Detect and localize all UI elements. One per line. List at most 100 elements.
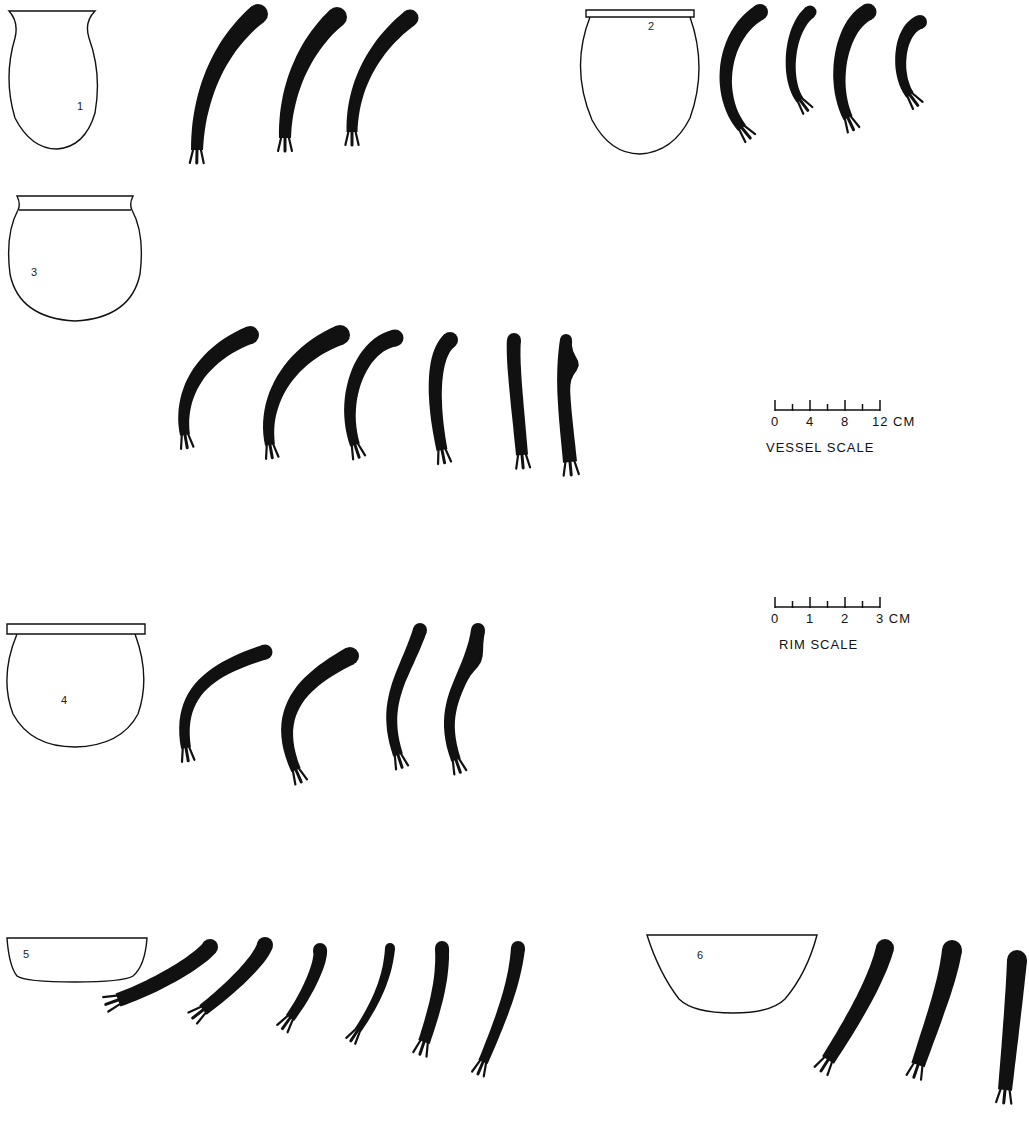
vessel-shape xyxy=(645,933,819,1015)
sherd-lip xyxy=(442,332,458,348)
vessel-outline: 1 xyxy=(5,8,99,152)
sherd-lip xyxy=(413,623,427,637)
sherd-lip xyxy=(241,326,259,344)
break-line xyxy=(564,462,566,475)
break-line xyxy=(190,150,193,163)
sherd-lip xyxy=(511,941,525,955)
break-line xyxy=(296,770,301,782)
break-line xyxy=(1010,1090,1012,1103)
break-line xyxy=(395,756,396,769)
break-line xyxy=(355,445,359,457)
sherd-lip xyxy=(471,623,485,637)
break-line xyxy=(827,1062,831,1075)
break-line xyxy=(907,1064,914,1075)
rim-sherd xyxy=(418,948,449,1044)
vessel-number: 6 xyxy=(697,949,703,961)
break-line xyxy=(265,446,268,459)
sherd-lip xyxy=(876,939,894,957)
rim-sherd xyxy=(786,7,815,102)
sherd-lip xyxy=(248,4,268,24)
vessel-outline: 6 xyxy=(645,933,819,1015)
scale-number: 3 CM xyxy=(876,612,911,626)
break-line xyxy=(921,1066,922,1079)
rim-sherd xyxy=(444,629,485,762)
sherd-lip xyxy=(804,6,817,19)
break-line xyxy=(356,132,359,145)
vessel-number: 4 xyxy=(61,694,67,706)
rim-sherd xyxy=(822,946,894,1064)
rim-sherd xyxy=(263,326,344,446)
break-line xyxy=(522,455,523,468)
sherd-lip xyxy=(402,10,419,27)
sherd-lip xyxy=(257,937,273,953)
break-line xyxy=(188,1007,200,1013)
break-line xyxy=(996,1090,1000,1103)
break-line xyxy=(446,449,451,461)
break-line xyxy=(106,1000,118,1004)
break-line xyxy=(420,1042,424,1054)
break-line xyxy=(293,771,295,784)
vessel-outline: 3 xyxy=(5,194,145,324)
scale-number: 8 xyxy=(841,415,849,429)
sherd-lip xyxy=(942,940,962,960)
vessel-shape xyxy=(5,194,145,324)
break-line xyxy=(189,747,194,759)
sherd-lip xyxy=(313,943,327,957)
rim-sherd xyxy=(199,942,272,1014)
break-line xyxy=(484,1063,486,1076)
break-line xyxy=(195,150,198,163)
break-line xyxy=(914,1065,918,1077)
vessel-outline: 2 xyxy=(578,8,702,158)
break-line xyxy=(437,451,440,464)
break-line xyxy=(908,97,913,109)
break-line xyxy=(201,150,204,163)
break-line xyxy=(442,450,445,463)
vessel-outline: 5 xyxy=(5,936,149,984)
scale-number: 0 xyxy=(771,415,779,429)
rim-sherd xyxy=(179,645,267,749)
break-line xyxy=(352,446,353,459)
rim-sherd xyxy=(720,5,765,131)
scale-title: VESSEL SCALE xyxy=(766,441,874,455)
sherd-lip xyxy=(387,330,404,347)
break-line xyxy=(351,132,354,145)
break-line xyxy=(185,435,187,448)
rim-sherd xyxy=(507,339,528,455)
rim-sherd xyxy=(557,339,579,463)
rim-sherd xyxy=(478,947,525,1064)
break-line xyxy=(103,996,116,998)
vessel-number: 3 xyxy=(31,266,37,278)
vessel-number: 1 xyxy=(77,100,83,112)
break-line xyxy=(472,1061,480,1072)
break-line xyxy=(1004,1090,1005,1103)
break-line xyxy=(848,118,854,130)
break-line xyxy=(845,119,848,132)
break-line xyxy=(273,444,278,456)
break-line xyxy=(346,1029,356,1038)
sherd-lip xyxy=(560,334,572,346)
break-line xyxy=(526,455,530,468)
sherd-lip xyxy=(327,7,347,27)
rim-sherd xyxy=(429,334,456,451)
rim-sherd xyxy=(347,11,416,132)
rim-sherd xyxy=(286,949,327,1021)
break-line xyxy=(180,436,183,449)
break-line xyxy=(426,1043,427,1056)
break-line xyxy=(181,749,184,762)
break-line xyxy=(413,1041,420,1052)
break-line xyxy=(345,132,348,145)
rim-sherd xyxy=(116,942,217,1007)
sherd-lip xyxy=(258,645,273,660)
break-line xyxy=(270,445,272,458)
sherd-lip xyxy=(435,941,449,955)
break-line xyxy=(186,748,188,761)
vessel-shape xyxy=(5,8,99,152)
break-line xyxy=(815,1058,825,1067)
rim-sherd xyxy=(386,628,426,757)
vessel-number: 5 xyxy=(23,948,29,960)
break-line xyxy=(277,1016,287,1025)
sherd-lip xyxy=(385,943,395,953)
scale-title: RIM SCALE xyxy=(779,638,858,652)
